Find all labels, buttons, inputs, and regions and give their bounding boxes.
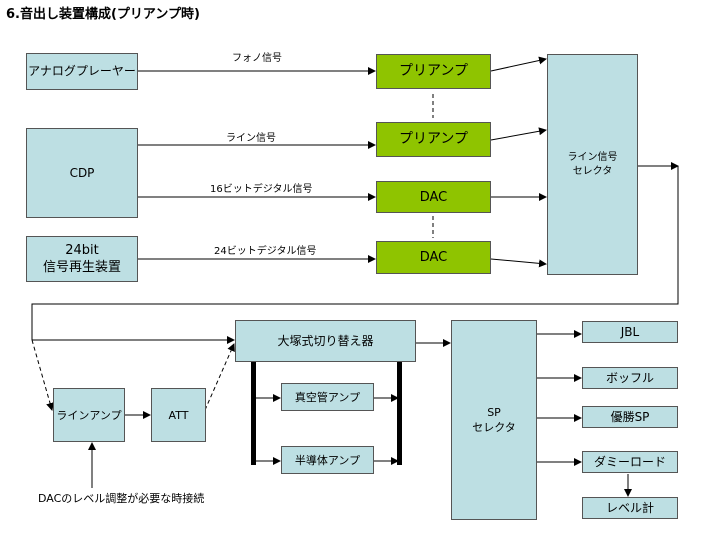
bit24-label-line2: 信号再生装置 bbox=[42, 260, 121, 275]
note-text: DACのレベル調整が必要な時接続 bbox=[38, 492, 205, 505]
jbl-label: JBL bbox=[620, 324, 640, 339]
line-selector-box: ライン信号 セレクタ bbox=[547, 54, 638, 275]
loop-line bbox=[31, 166, 679, 340]
arrow-preamp1-selector bbox=[490, 56, 547, 72]
bus-bar-right bbox=[397, 362, 402, 465]
label-digital16-signal: 16ビットデジタル信号 bbox=[210, 184, 313, 195]
tube-amp-box: 真空管アンプ bbox=[281, 383, 374, 411]
line-amp-box: ラインアンプ bbox=[53, 388, 125, 442]
bit24-player-box: 24bit 信号再生装置 bbox=[26, 236, 138, 282]
yusho-sp-label: 優勝SP bbox=[610, 409, 650, 424]
page-title: 6.音出し装置構成(プリアンプ時) bbox=[6, 7, 200, 22]
dac24-label: DAC bbox=[419, 250, 448, 265]
line-selector-label-1: ライン信号 bbox=[567, 151, 618, 163]
preamp-line-label: プリアンプ bbox=[398, 131, 469, 147]
dashed-from-att bbox=[204, 343, 235, 411]
bus-bar-left bbox=[251, 362, 256, 465]
semi-amp-box: 半導体アンプ bbox=[281, 446, 374, 474]
sp-selector-box: SP セレクタ bbox=[451, 320, 537, 520]
dummy-load-box: ダミーロード bbox=[582, 451, 678, 473]
analog-player-box: アナログプレーヤー bbox=[26, 53, 138, 90]
att-box: ATT bbox=[151, 388, 206, 442]
preamp-line-box: プリアンプ bbox=[376, 122, 491, 157]
cdp-label: CDP bbox=[69, 165, 95, 180]
bit24-label-line1: 24bit bbox=[65, 243, 99, 258]
sp-selector-label-1: SP bbox=[487, 406, 501, 419]
level-meter-label: レベル計 bbox=[605, 500, 654, 515]
dashed-to-lineamp bbox=[31, 339, 54, 411]
dac16-box: DAC bbox=[376, 181, 491, 213]
switcher-box: 大塚式切り替え器 bbox=[235, 320, 416, 362]
bofull-box: ボッフル bbox=[582, 367, 678, 389]
line-amp-label: ラインアンプ bbox=[56, 408, 122, 422]
tube-amp-label: 真空管アンプ bbox=[294, 390, 361, 404]
semi-amp-label: 半導体アンプ bbox=[294, 453, 361, 467]
yusho-sp-box: 優勝SP bbox=[582, 406, 678, 428]
label-phono-signal: フォノ信号 bbox=[232, 53, 282, 64]
label-line-signal: ライン信号 bbox=[226, 133, 276, 144]
dac16-label: DAC bbox=[419, 189, 448, 205]
sp-selector-label-2: セレクタ bbox=[472, 421, 516, 434]
label-digital24-signal: 24ビットデジタル信号 bbox=[214, 246, 317, 257]
bofull-label: ボッフル bbox=[605, 370, 654, 385]
analog-player-label: アナログプレーヤー bbox=[28, 64, 136, 78]
cdp-box: CDP bbox=[26, 128, 138, 218]
line-selector-label-2: セレクタ bbox=[572, 165, 613, 177]
switcher-label: 大塚式切り替え器 bbox=[277, 333, 374, 348]
dummy-load-label: ダミーロード bbox=[593, 454, 666, 469]
att-label: ATT bbox=[168, 408, 189, 422]
jbl-box: JBL bbox=[582, 321, 678, 343]
dac24-box: DAC bbox=[376, 241, 491, 274]
level-meter-box: レベル計 bbox=[582, 497, 678, 519]
arrow-preamp2-selector bbox=[490, 127, 547, 141]
preamp-phono-box: プリアンプ bbox=[376, 54, 491, 89]
arrow-dac24-selector bbox=[490, 258, 547, 268]
preamp-phono-label: プリアンプ bbox=[398, 63, 469, 79]
